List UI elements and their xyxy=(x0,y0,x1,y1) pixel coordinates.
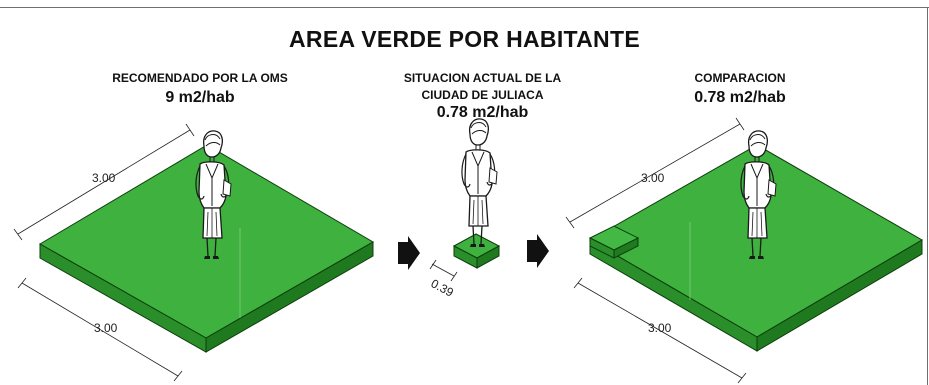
middle-dimension xyxy=(429,259,458,282)
right-heading: COMPARACION xyxy=(694,71,786,85)
left-value: 9 m2/hab xyxy=(165,89,235,106)
right-dimension-bottom xyxy=(573,277,747,384)
left-heading: RECOMENDADO POR LA OMS xyxy=(112,71,288,85)
middle-heading-line1: SITUACION ACTUAL DE LA xyxy=(403,71,562,85)
left-dimension-label-top: 3.00 xyxy=(92,171,116,185)
right-green-area xyxy=(588,144,923,352)
right-dimension-label-bottom: 3.00 xyxy=(648,321,672,335)
right-caption: COMPARACION 0.78 m2/hab xyxy=(630,70,850,106)
frame-top-border xyxy=(0,7,929,8)
left-dimension-bottom xyxy=(17,277,183,382)
middle-heading-line2: CIUDAD DE JULIACA xyxy=(421,88,544,102)
middle-person-icon xyxy=(461,118,498,248)
left-green-area xyxy=(39,144,374,353)
diagram-title: AREA VERDE POR HABITANTE xyxy=(289,26,640,52)
middle-caption: SITUACION ACTUAL DE LA CIUDAD DE JULIACA… xyxy=(370,70,595,121)
right-dimension-label-top: 3.00 xyxy=(641,171,665,185)
frame-right-border xyxy=(927,7,928,385)
arrow-right-icon-1 xyxy=(398,236,420,270)
left-dimension-top xyxy=(13,123,195,241)
left-dimension-label-bottom: 3.00 xyxy=(94,321,118,335)
left-caption: RECOMENDADO POR LA OMS 9 m2/hab xyxy=(80,70,320,106)
right-value: 0.78 m2/hab xyxy=(694,89,786,106)
right-dimension-top xyxy=(565,117,745,229)
arrow-right-icon-2 xyxy=(527,234,549,268)
middle-green-area xyxy=(452,233,501,269)
middle-value: 0.78 m2/hab xyxy=(436,104,529,121)
right-small-block xyxy=(588,225,640,259)
